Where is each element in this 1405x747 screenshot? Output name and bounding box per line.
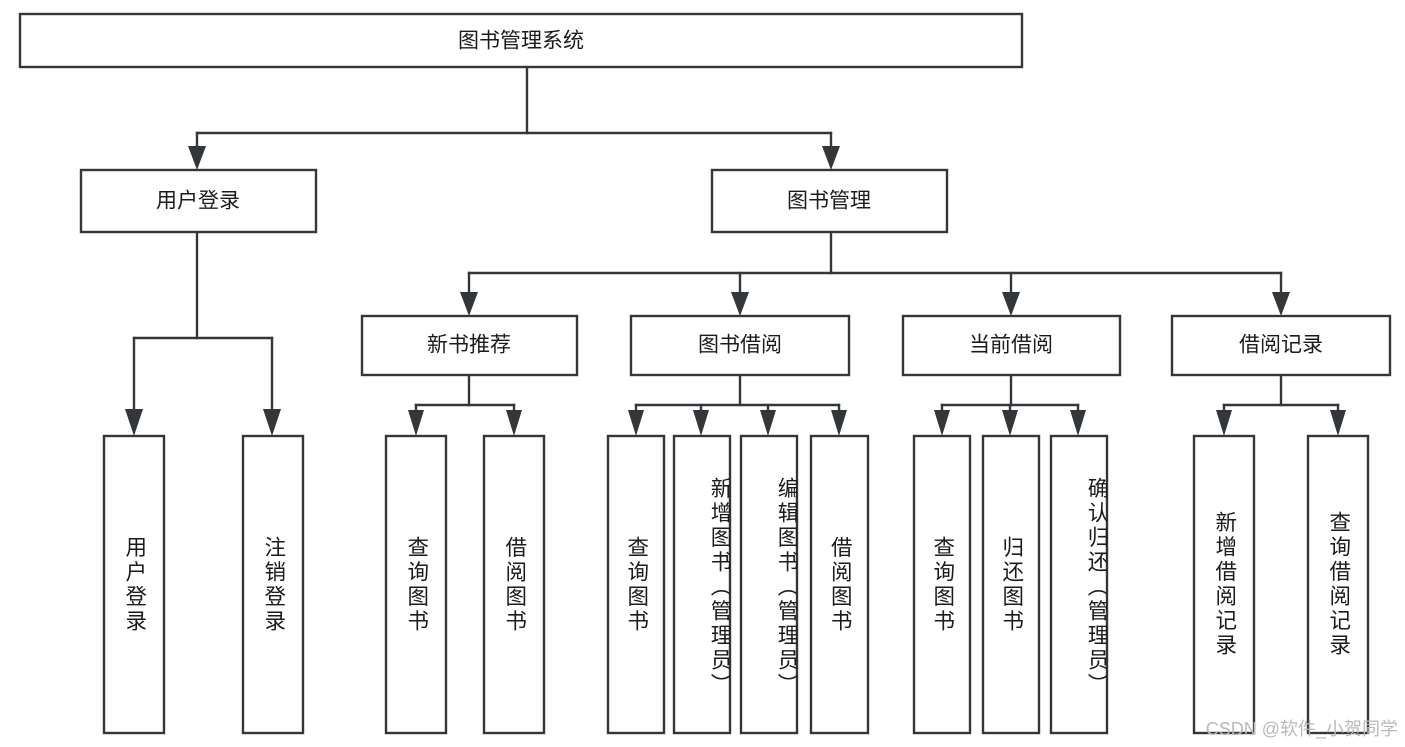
leaf-bb-query-book-text-wrap: 查询图书 <box>624 535 649 634</box>
leaf-user-login-label: 用户登录 <box>122 535 147 634</box>
leaf-cb-return-book-box[interactable] <box>981 434 1041 735</box>
arrow-head-leaf-book-borrow-1 <box>628 410 644 436</box>
arrow-head-current-borrow <box>1002 292 1020 316</box>
leaf-br-query-record-text-wrap: 查询借阅记录 <box>1326 511 1351 658</box>
leaf-cb-return-book-label: 归还图书 <box>999 535 1024 634</box>
node-current-borrow[interactable]: 当前借阅 <box>901 314 1122 377</box>
node-new-book-recommend[interactable]: 新书推荐 <box>360 314 579 377</box>
leaf-bb-query-book-label: 查询图书 <box>624 535 649 634</box>
arrow-head-leaf-borrow-record-2 <box>1330 410 1346 436</box>
leaf-cb-return-book-text-wrap: 归还图书 <box>999 535 1024 634</box>
leaf-nb-query-book-box[interactable] <box>384 434 448 735</box>
arrow-head-leaf-user-login-1 <box>125 409 143 436</box>
node-borrow-record-box[interactable] <box>1170 314 1392 377</box>
node-borrow-record[interactable]: 借阅记录 <box>1170 314 1392 377</box>
arrow-head-leaf-borrow-record-1 <box>1216 410 1232 436</box>
leaf-cb-query-book-label: 查询图书 <box>930 535 955 634</box>
arrow-head-leaf-current-borrow-2 <box>1002 410 1018 436</box>
node-new-book-recommend-box[interactable] <box>360 314 579 377</box>
leaf-br-query-record-label: 查询借阅记录 <box>1326 511 1351 658</box>
node-user-login-box[interactable] <box>79 168 318 234</box>
connector-layer <box>125 65 1346 436</box>
leaf-nb-query-book-label: 查询图书 <box>404 535 429 634</box>
arrow-head-leaf-current-borrow-3 <box>1070 410 1086 436</box>
leaf-bb-edit-book-box[interactable] <box>739 434 799 735</box>
node-book-borrow-label: 图书借阅 <box>698 334 782 357</box>
leaf-bb-borrow-book-text-wrap: 借阅图书 <box>828 535 853 634</box>
leaf-br-add-record-label: 新增借阅记录 <box>1212 511 1237 658</box>
leaf-cb-confirm-return-box[interactable] <box>1049 434 1109 735</box>
leaf-user-login-box[interactable] <box>102 434 166 735</box>
leaf-node[interactable]: 新增借阅记录 <box>1192 434 1256 735</box>
arrow-head-borrow-record <box>1272 292 1290 316</box>
node-root-label: 图书管理系统 <box>458 30 584 53</box>
arrow-head-book-mgmt <box>822 146 840 170</box>
leaf-bb-edit-book-label: 编辑图书（管理员） <box>775 477 797 698</box>
leaf-node[interactable]: 确认归还（管理员） <box>1049 434 1109 735</box>
leaf-node[interactable]: 查询图书 <box>606 434 666 735</box>
arrow-head-book-borrow <box>731 292 749 316</box>
arrow-head-leaf-new-book-1 <box>408 410 424 436</box>
node-user-login[interactable]: 用户登录 <box>79 168 318 234</box>
leaf-cb-query-book-text-wrap: 查询图书 <box>930 535 955 634</box>
leaf-nb-borrow-book-label: 借阅图书 <box>502 535 527 634</box>
leaf-nb-borrow-book-text-wrap: 借阅图书 <box>502 535 527 634</box>
leaf-node[interactable]: 查询图书 <box>912 434 972 735</box>
leaf-node[interactable]: 归还图书 <box>981 434 1041 735</box>
watermark-label: CSDN @软件_小贺同学 <box>1206 719 1398 740</box>
node-current-borrow-label: 当前借阅 <box>969 334 1053 357</box>
leaf-br-add-record-box[interactable] <box>1192 434 1256 735</box>
leaf-node[interactable]: 注销登录 <box>241 434 305 735</box>
leaf-nb-query-book-text-wrap: 查询图书 <box>404 535 429 634</box>
arrow-head-new-book <box>460 292 478 316</box>
node-book-management[interactable]: 图书管理 <box>710 168 949 234</box>
leaf-node[interactable]: 用户登录 <box>102 434 166 735</box>
node-book-borrow[interactable]: 图书借阅 <box>629 314 851 377</box>
arrow-head-leaf-book-borrow-3 <box>760 410 776 436</box>
leaf-bb-edit-book-text-wrap: 编辑图书（管理员） <box>775 477 797 698</box>
arrow-head-leaf-user-login-2 <box>263 409 281 436</box>
arrow-head-leaf-book-borrow-4 <box>831 410 847 436</box>
node-borrow-record-label: 借阅记录 <box>1239 334 1323 357</box>
node-book-management-label: 图书管理 <box>787 190 871 213</box>
leaf-bb-query-book-box[interactable] <box>606 434 666 735</box>
leaf-bb-add-book-text-wrap: 新增图书（管理员） <box>708 477 730 698</box>
node-book-borrow-box[interactable] <box>629 314 851 377</box>
arrow-head-leaf-current-borrow-1 <box>934 410 950 436</box>
leaf-bb-borrow-book-box[interactable] <box>809 434 870 735</box>
leaf-cb-query-book-box[interactable] <box>912 434 972 735</box>
node-user-login-label: 用户登录 <box>156 190 240 213</box>
leaf-node[interactable]: 新增图书（管理员） <box>672 434 732 735</box>
node-new-book-recommend-label: 新书推荐 <box>427 334 511 357</box>
node-book-management-box[interactable] <box>710 168 949 234</box>
leaf-logout-text-wrap: 注销登录 <box>261 535 286 634</box>
leaf-logout-label: 注销登录 <box>261 535 286 634</box>
leaf-node[interactable]: 编辑图书（管理员） <box>739 434 799 735</box>
leaf-cb-confirm-return-label: 确认归还（管理员） <box>1085 477 1107 698</box>
node-root[interactable]: 图书管理系统 <box>18 12 1024 69</box>
leaf-cb-confirm-return-text-wrap: 确认归还（管理员） <box>1085 477 1107 698</box>
leaf-bb-add-book-box[interactable] <box>672 434 732 735</box>
arrow-head-leaf-new-book-2 <box>506 410 522 436</box>
node-current-borrow-box[interactable] <box>901 314 1122 377</box>
leaf-user-login-text-wrap: 用户登录 <box>122 535 147 634</box>
leaf-bb-borrow-book-label: 借阅图书 <box>828 535 853 634</box>
leaf-br-query-record-box[interactable] <box>1306 434 1370 735</box>
leaf-node[interactable]: 借阅图书 <box>809 434 870 735</box>
leaf-node[interactable]: 借阅图书 <box>482 434 546 735</box>
leaf-node[interactable]: 查询图书 <box>384 434 448 735</box>
leaf-logout-box[interactable] <box>241 434 305 735</box>
leaf-bb-add-book-label: 新增图书（管理员） <box>708 477 730 698</box>
leaf-br-add-record-text-wrap: 新增借阅记录 <box>1212 511 1237 658</box>
leaf-nb-borrow-book-box[interactable] <box>482 434 546 735</box>
arrow-head-leaf-book-borrow-2 <box>693 410 709 436</box>
leaf-node[interactable]: 查询借阅记录 <box>1306 434 1370 735</box>
arrow-head-user-login <box>188 146 206 170</box>
node-root-box[interactable] <box>18 12 1024 69</box>
